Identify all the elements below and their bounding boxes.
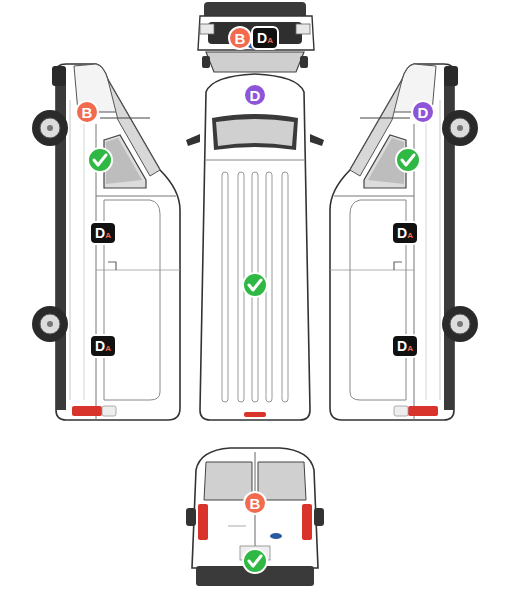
badge-letter: A	[407, 232, 413, 240]
da-badge: DA	[391, 221, 419, 245]
front-view	[198, 2, 314, 72]
badge-letter: B	[82, 105, 93, 120]
badge-letter: D	[257, 31, 267, 45]
da-badge: DA	[89, 334, 117, 358]
badge-letter: D	[95, 226, 105, 240]
b-badge: B	[228, 26, 252, 50]
d-badge: D	[243, 83, 267, 107]
b-badge: B	[75, 100, 99, 124]
check-mark	[396, 148, 420, 172]
rear-view	[186, 448, 324, 586]
d-badge: D	[411, 100, 435, 124]
top-view	[186, 74, 324, 420]
check-mark	[243, 549, 267, 573]
check-mark	[88, 148, 112, 172]
b-badge: B	[243, 491, 267, 515]
badge-letter: D	[95, 339, 105, 353]
badge-letter: D	[397, 339, 407, 353]
badge-letter: A	[105, 232, 111, 240]
da-badge: DA	[89, 221, 117, 245]
badge-letter: A	[267, 37, 273, 45]
badge-letter: B	[250, 496, 261, 511]
right-side-view	[330, 64, 478, 420]
badge-letter: D	[250, 88, 261, 103]
badge-letter: D	[397, 226, 407, 240]
left-side-view	[32, 64, 180, 420]
badge-letter: D	[418, 105, 429, 120]
da-badge: DA	[391, 334, 419, 358]
da-badge: DA	[251, 26, 279, 50]
badge-letter: B	[235, 31, 246, 46]
badge-letter: A	[407, 345, 413, 353]
check-mark	[243, 273, 267, 297]
badge-letter: A	[105, 345, 111, 353]
